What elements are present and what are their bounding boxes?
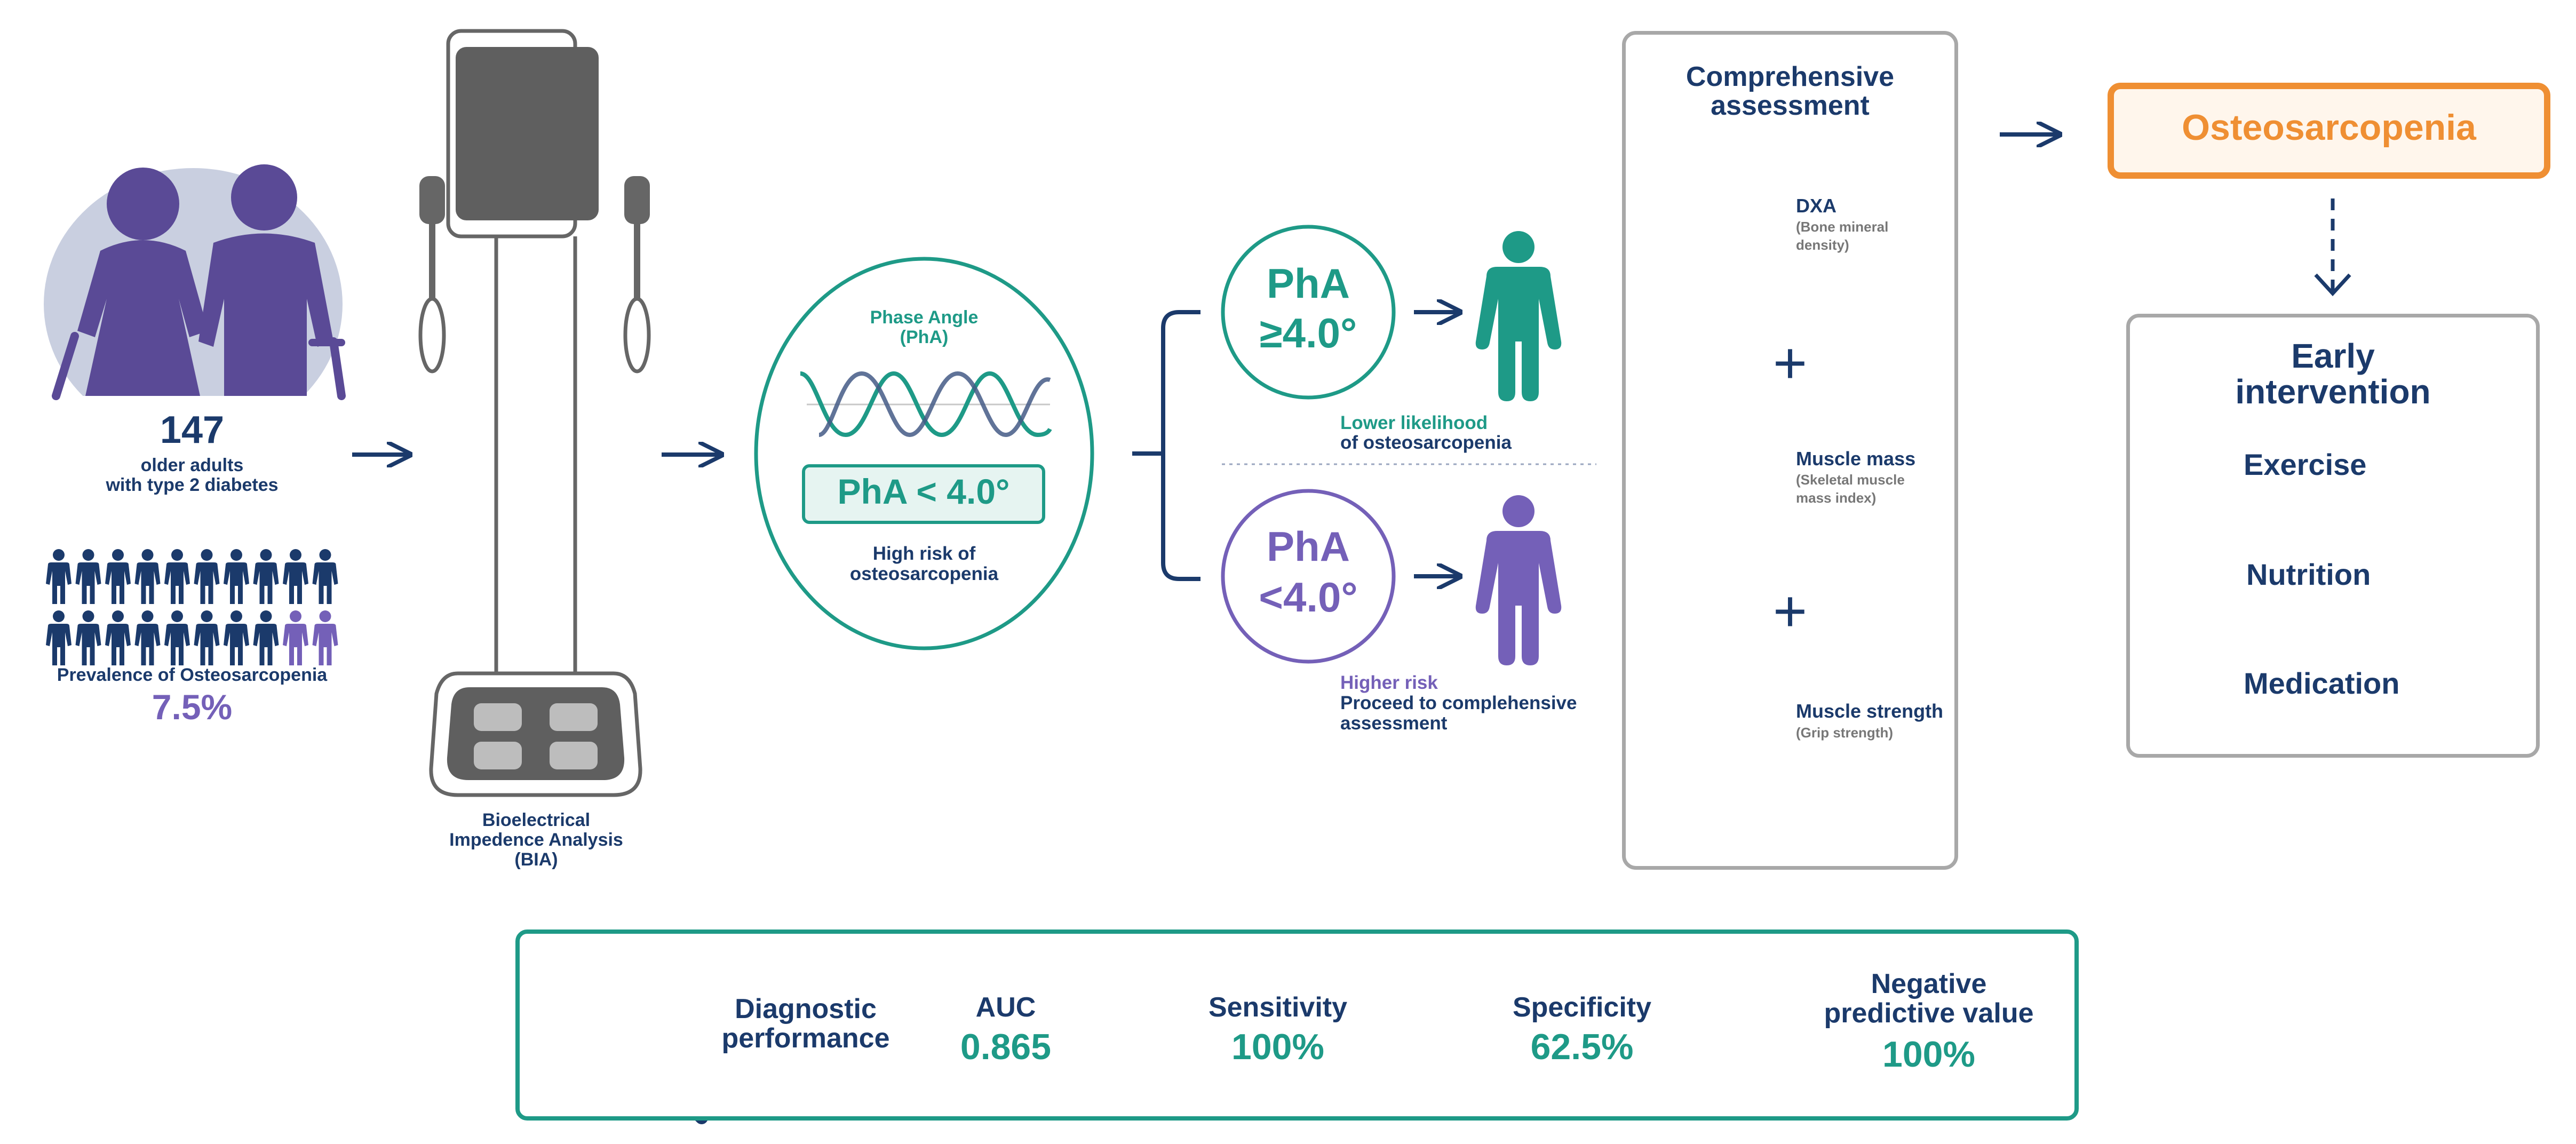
person-teal-icon xyxy=(1475,231,1562,401)
specificity-label: Specificity xyxy=(1512,992,1652,1023)
person-figure xyxy=(253,610,279,665)
dxa-sub-1: (Bone mineral xyxy=(1796,219,1889,235)
pha-high-line2: ≥4.0° xyxy=(1259,309,1357,356)
pha-high-line1: PhA xyxy=(1267,260,1350,307)
dxa-sub-2: density) xyxy=(1796,237,1849,253)
person-figure xyxy=(283,610,308,665)
lower-likelihood-1: Lower likelihood xyxy=(1340,412,1488,433)
early-intervention-panel xyxy=(2126,314,2540,758)
person-figure xyxy=(224,610,249,665)
lower-likelihood-2: of osteosarcopenia xyxy=(1340,432,1512,453)
proceed-label-2: assessment xyxy=(1340,713,1448,734)
pha-threshold-text: PhA < 4.0° xyxy=(837,472,1010,511)
person-figure xyxy=(283,549,308,604)
dashed-arrow-head xyxy=(2314,273,2351,297)
bia-label-1: Bioelectrical xyxy=(482,810,591,830)
participant-desc-1: older adults xyxy=(140,455,244,475)
phase-angle-ellipse xyxy=(754,257,1094,650)
pha-threshold-box xyxy=(802,464,1045,524)
high-risk-label-2: osteosarcopenia xyxy=(849,563,999,584)
pha-low-line2: <4.0° xyxy=(1259,574,1358,621)
diagnostic-title-2: performance xyxy=(721,1023,890,1054)
intervention-exercise: Exercise xyxy=(2244,448,2367,481)
osteosarcopenia-label: Osteosarcopenia xyxy=(2182,107,2476,148)
participant-count: 147 xyxy=(160,409,225,451)
specificity-value: 62.5% xyxy=(1530,1027,1634,1067)
person-figure xyxy=(46,610,71,665)
person-figure xyxy=(134,610,161,665)
person-figure xyxy=(312,610,338,665)
sensitivity-label: Sensitivity xyxy=(1208,992,1348,1023)
muscle-strength-sub: (Grip strength) xyxy=(1796,725,1893,741)
diagnostic-title-1: Diagnostic xyxy=(735,994,877,1024)
person-figure xyxy=(312,549,338,604)
person-purple-icon xyxy=(1475,495,1562,665)
person-figure xyxy=(253,549,279,604)
phase-angle-title: Phase Angle xyxy=(870,307,979,328)
auc-label: AUC xyxy=(975,992,1036,1023)
muscle-mass-label: Muscle mass xyxy=(1796,448,1916,470)
bia-label-3: (BIA) xyxy=(514,849,558,870)
early-title-2: intervention xyxy=(2235,372,2431,411)
early-title-1: Early xyxy=(2291,337,2375,375)
population-pictogram xyxy=(46,549,338,665)
person-figure xyxy=(105,549,131,604)
person-figure xyxy=(105,610,131,665)
bia-label-2: Impedence Analysis xyxy=(449,830,623,850)
pha-low-line1: PhA xyxy=(1267,523,1350,570)
dxa-label: DXA xyxy=(1796,195,1837,217)
npv-value: 100% xyxy=(1882,1034,1975,1075)
person-figure xyxy=(134,549,161,604)
phase-wave-navy xyxy=(818,371,1051,438)
person-figure xyxy=(224,549,249,604)
osteosarcopenia-box xyxy=(2108,83,2550,179)
person-figure xyxy=(75,610,101,665)
pha-low-circle xyxy=(1221,489,1396,664)
bia-scale-icon xyxy=(418,29,651,797)
person-figure xyxy=(75,549,101,604)
high-risk-label-1: High risk of xyxy=(872,543,976,564)
proceed-label-1: Proceed to complehensive xyxy=(1340,693,1577,713)
comprehensive-title-1: Comprehensive xyxy=(1685,61,1895,92)
intervention-medication: Medication xyxy=(2244,666,2400,700)
person-figure xyxy=(194,610,220,665)
intervention-nutrition: Nutrition xyxy=(2246,558,2371,591)
auc-value: 0.865 xyxy=(960,1027,1052,1067)
phase-wave-teal xyxy=(800,371,1052,438)
plus-2: + xyxy=(1772,578,1808,644)
sensitivity-value: 100% xyxy=(1231,1027,1324,1067)
phase-angle-abbr: (PhA) xyxy=(900,327,949,347)
prevalence-label: Prevalence of Osteosarcopenia xyxy=(57,665,328,685)
npv-label-1: Negative xyxy=(1871,968,1987,999)
elderly-couple-icon xyxy=(37,164,357,449)
muscle-strength-label: Muscle strength xyxy=(1796,700,1944,722)
person-figure xyxy=(194,549,220,604)
higher-risk-label: Higher risk xyxy=(1340,672,1438,693)
prevalence-value: 7.5% xyxy=(152,687,233,727)
plus-1: + xyxy=(1772,330,1808,396)
muscle-mass-sub-1: (Skeletal muscle xyxy=(1796,472,1905,488)
participant-desc-2: with type 2 diabetes xyxy=(106,475,279,495)
person-figure xyxy=(164,549,190,604)
diagnostic-performance-panel xyxy=(515,930,2079,1121)
comprehensive-assessment-panel xyxy=(1622,31,1958,870)
pha-high-circle xyxy=(1221,225,1396,400)
npv-label-2: predictive value xyxy=(1824,998,2034,1029)
comprehensive-title-2: assessment xyxy=(1711,90,1870,121)
person-figure xyxy=(46,549,71,604)
muscle-mass-sub-2: mass index) xyxy=(1796,490,1877,506)
branch-bracket xyxy=(1132,310,1200,581)
person-figure xyxy=(164,610,190,665)
